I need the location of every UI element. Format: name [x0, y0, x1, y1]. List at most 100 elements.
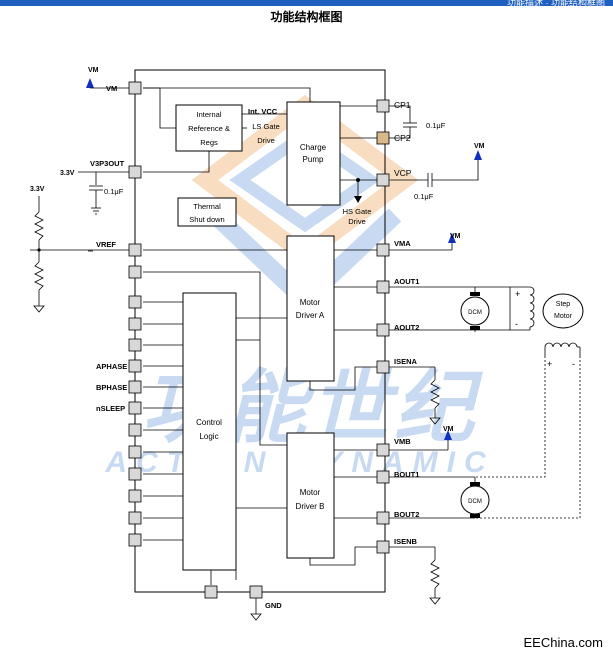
- ls-gate-drive-label: Drive: [257, 136, 275, 145]
- vm-up-arrow-cp: [474, 150, 482, 160]
- pin-bout1: [376, 470, 390, 484]
- pin-aout1: [376, 280, 390, 294]
- pin-bphase: [128, 380, 142, 394]
- vm-up-arrow-left: [86, 78, 94, 88]
- pin-label-isenb: ISENB: [394, 537, 418, 546]
- pin-cp1: [376, 99, 390, 113]
- coil-b-minus: -: [572, 359, 575, 369]
- pin-l10: [128, 467, 142, 481]
- coil-b-plus: +: [547, 359, 552, 369]
- pin-label-vm: VM: [106, 84, 117, 93]
- pin-l9: [128, 445, 142, 459]
- pin-aphase: [128, 359, 142, 373]
- top-accent-bar: [0, 0, 613, 6]
- step-motor: Step Motor: [542, 293, 584, 329]
- motor-a-plus: +: [515, 289, 520, 299]
- svg-text:Thermal: Thermal: [193, 202, 221, 211]
- pin-label-bphase: BPHASE: [96, 383, 127, 392]
- svg-text:Motor: Motor: [554, 313, 573, 320]
- hs-gate-drive-label: Drive: [348, 217, 366, 226]
- pin-l8: [128, 423, 142, 437]
- pin-label-aout1: AOUT1: [394, 277, 419, 286]
- svg-text:Logic: Logic: [199, 432, 218, 441]
- stepper-coil-a: [529, 286, 535, 330]
- vm-up-arrow-vma: [448, 233, 456, 243]
- int-vcc-label: Int. VCC: [248, 107, 278, 116]
- motor-driver-b-block: Motor Driver B: [286, 432, 335, 559]
- pin-label-bout1: BOUT1: [394, 470, 419, 479]
- pin-bout2: [376, 511, 390, 525]
- right-external-circuit: [217, 105, 530, 621]
- pin-isena: [376, 360, 390, 374]
- hs-gate-arrow: [354, 196, 362, 203]
- svg-text:Control: Control: [196, 418, 222, 427]
- pin-label-bout2: BOUT2: [394, 510, 419, 519]
- svg-text:Step: Step: [556, 301, 571, 308]
- pin-l4: [128, 338, 142, 352]
- pin-gnd: [249, 585, 263, 599]
- dc-motor-b: DCM: [460, 482, 490, 518]
- pin-label-isena: ISENA: [394, 357, 418, 366]
- motor-driver-a-block: Motor Driver A: [286, 235, 335, 382]
- pin-l11: [128, 489, 142, 503]
- svg-text:Reference &: Reference &: [188, 124, 230, 133]
- vm-label-left: VM: [88, 67, 99, 74]
- svg-text:Charge: Charge: [300, 143, 327, 152]
- charge-pump-block: Charge Pump: [286, 101, 341, 206]
- pin-cp2: [376, 131, 390, 145]
- svg-text:Shut down: Shut down: [189, 215, 224, 224]
- pin-label-vmb: VMB: [394, 437, 411, 446]
- svg-text:Motor: Motor: [300, 298, 321, 307]
- control-logic-block: Control Logic: [182, 292, 237, 571]
- footer-brand: EEChina.com: [523, 635, 603, 650]
- cap-3v3-label: 0.1μF: [104, 187, 124, 196]
- page-title: 功能结构框图: [270, 10, 343, 24]
- vref-node: [37, 248, 41, 252]
- vm-up-arrow-vmb: [444, 430, 452, 440]
- v33-label-left: 3.3V: [60, 170, 75, 177]
- pin-l3: [128, 317, 142, 331]
- pin-label-vma: VMA: [394, 239, 411, 248]
- pin-vm: [128, 81, 142, 95]
- pin-label-nsleep: nSLEEP: [96, 404, 125, 413]
- svg-text:DCM: DCM: [468, 310, 482, 316]
- pin-label-vref: VREF: [96, 240, 116, 249]
- left-external-circuit: [30, 78, 129, 313]
- pin-label-vcp: VCP: [394, 168, 412, 178]
- svg-text:Driver A: Driver A: [296, 311, 325, 320]
- pin-pads: [128, 81, 390, 599]
- svg-text:DCM: DCM: [468, 499, 482, 505]
- ls-gate-label: LS Gate: [252, 122, 280, 131]
- svg-text:Motor: Motor: [300, 488, 321, 497]
- pin-v3p3out: [128, 165, 142, 179]
- pin-label-v3p3out: V3P3OUT: [90, 159, 125, 168]
- svg-text:Internal: Internal: [196, 110, 221, 119]
- pin-vref: [128, 243, 142, 257]
- pin-vma: [376, 243, 390, 257]
- vcp-node: [356, 178, 360, 182]
- pin-l1: [128, 265, 142, 279]
- pin-aout2: [376, 323, 390, 337]
- pin-isenb: [376, 540, 390, 554]
- pin-label-aphase: APHASE: [96, 362, 127, 371]
- v33-label-top: 3.3V: [30, 186, 45, 193]
- pin-gnd-left: [204, 585, 218, 599]
- cap-vcp-label: 0.1μF: [414, 192, 434, 201]
- internal-reference-block: Internal Reference & Regs: [175, 104, 243, 152]
- vm-label-vma: VM: [450, 233, 461, 240]
- pin-l12: [128, 511, 142, 525]
- pin-l2: [128, 295, 142, 309]
- internal-wiring: [143, 87, 377, 585]
- dc-motor-a: DCM: [460, 292, 490, 330]
- pin-nsleep: [128, 401, 142, 415]
- motor-a-minus: -: [515, 319, 518, 329]
- pin-label-gnd: GND: [265, 601, 282, 610]
- pin-label-cp1: CP1: [394, 100, 411, 110]
- hs-gate-label: HS Gate: [343, 207, 372, 216]
- stepper-coil-b: [544, 342, 581, 356]
- cap-cp-label: 0.1μF: [426, 121, 446, 130]
- stepper-dashed-wiring: [475, 356, 581, 519]
- thermal-shutdown-block: Thermal Shut down: [177, 197, 237, 227]
- svg-text:Driver B: Driver B: [296, 502, 325, 511]
